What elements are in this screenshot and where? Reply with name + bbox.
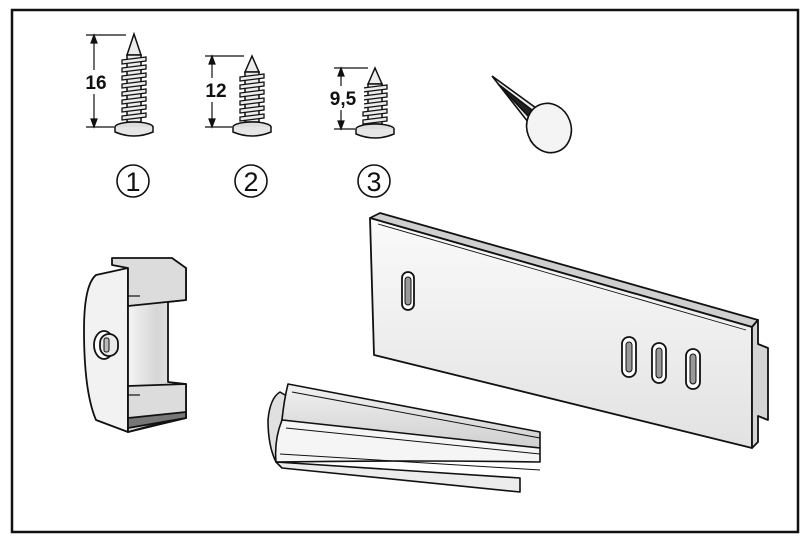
screw-icon [355, 66, 395, 139]
screw-2: 12 2 [200, 54, 272, 198]
screw-1-length-label: 16 [85, 73, 106, 94]
cover-strip-icon [267, 383, 541, 493]
screw-icon [114, 31, 154, 137]
screw-3: 9,5 3 [322, 66, 395, 198]
screw-3-length-label: 9,5 [330, 89, 357, 110]
screw-2-number-circle [234, 164, 268, 198]
screw-2-length-label: 12 [205, 81, 226, 102]
screw-1: 16 1 [80, 31, 154, 198]
screw-3-number-circle [357, 164, 391, 198]
door-bracket-icon [369, 212, 769, 449]
pin-icon [491, 75, 573, 154]
clip-icon [83, 257, 187, 433]
screw-icon [232, 54, 272, 137]
screw-3-number: 3 [366, 167, 381, 197]
screw-2-number: 2 [243, 167, 258, 197]
screw-1-number: 1 [125, 167, 140, 197]
screw-1-number-circle [116, 164, 150, 198]
